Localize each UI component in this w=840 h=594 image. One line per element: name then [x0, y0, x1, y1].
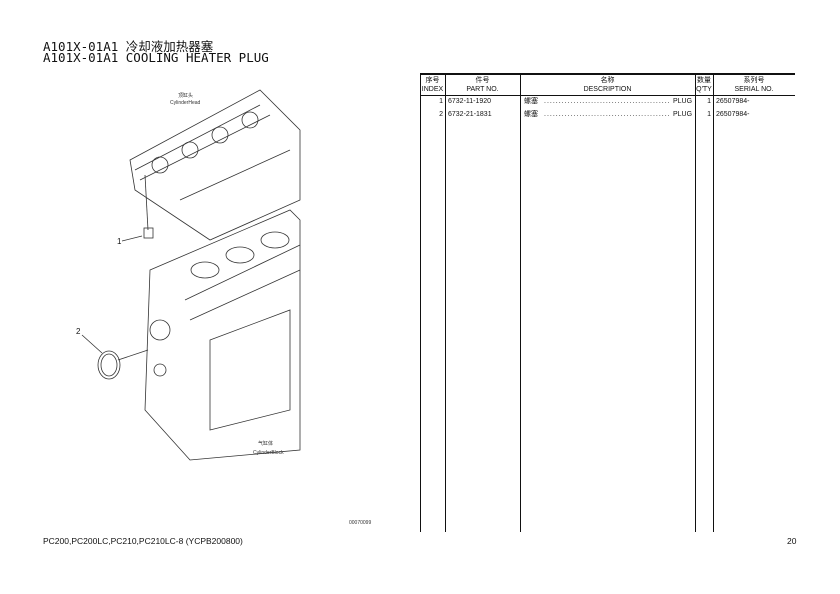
- title-cn: A101X-01A1 冷却液加热器塞: [43, 39, 214, 54]
- row-qty: 1: [707, 98, 711, 105]
- row-part-no: 6732-11-1920: [448, 98, 492, 105]
- row-index: 2: [439, 111, 443, 118]
- header-serial-cn: 系列号: [743, 77, 765, 84]
- cylinder-head-label-en: CylinderHead: [170, 100, 201, 106]
- engine-exploded-drawing: [81, 89, 301, 461]
- title-en: A101X-01A1 COOLING HEATER PLUG: [43, 50, 269, 65]
- row-qty: 1: [707, 111, 711, 118]
- plug-part-1: [121, 174, 154, 242]
- header-qty-en: Q'TY: [696, 86, 712, 93]
- header-qty-cn: 数量: [697, 77, 711, 84]
- cylinder-block-outline: [144, 209, 301, 461]
- row-serial: 26507984-: [716, 111, 750, 118]
- page-number: 20: [787, 536, 797, 546]
- header-desc-cn: 名称: [600, 77, 615, 84]
- o-ring-part-2: [81, 334, 149, 380]
- header-partno-en: PART NO.: [466, 86, 499, 93]
- drawing-number: 00070099: [349, 520, 372, 526]
- header-desc-en: DESCRIPTION: [583, 86, 632, 93]
- header-partno-cn: 件号: [475, 77, 490, 84]
- callout-1: 1: [117, 237, 122, 246]
- row-desc-cn: 螺塞: [524, 98, 538, 105]
- row-part-no: 6732-21-1831: [448, 111, 492, 118]
- header-index-cn: 序号: [425, 77, 440, 84]
- cylinder-head-label-cn: 顶缸头: [178, 93, 194, 99]
- row-serial: 26507984-: [716, 98, 750, 105]
- row-desc-cn: 螺塞: [524, 111, 538, 118]
- cylinder-block-label-cn: 气缸体: [258, 441, 274, 447]
- row-desc-en: PLUG: [673, 111, 693, 118]
- header-index-en: INDEX: [421, 86, 444, 93]
- row-desc-en: PLUG: [673, 98, 693, 105]
- table-row: 2 6732-21-1831 螺塞 ......................…: [420, 109, 795, 121]
- footer-models: PC200,PC200LC,PC210,PC210LC-8 (YCPB20080…: [43, 536, 243, 546]
- row-index: 1: [439, 98, 443, 105]
- header-serial-en: SERIAL NO.: [734, 86, 774, 93]
- cylinder-block-label-en: CylinderBlock: [253, 450, 284, 456]
- table-row: 1 6732-11-1920 螺塞 ......................…: [420, 96, 795, 108]
- cylinder-head-outline: [129, 89, 301, 241]
- callout-2: 2: [76, 327, 81, 336]
